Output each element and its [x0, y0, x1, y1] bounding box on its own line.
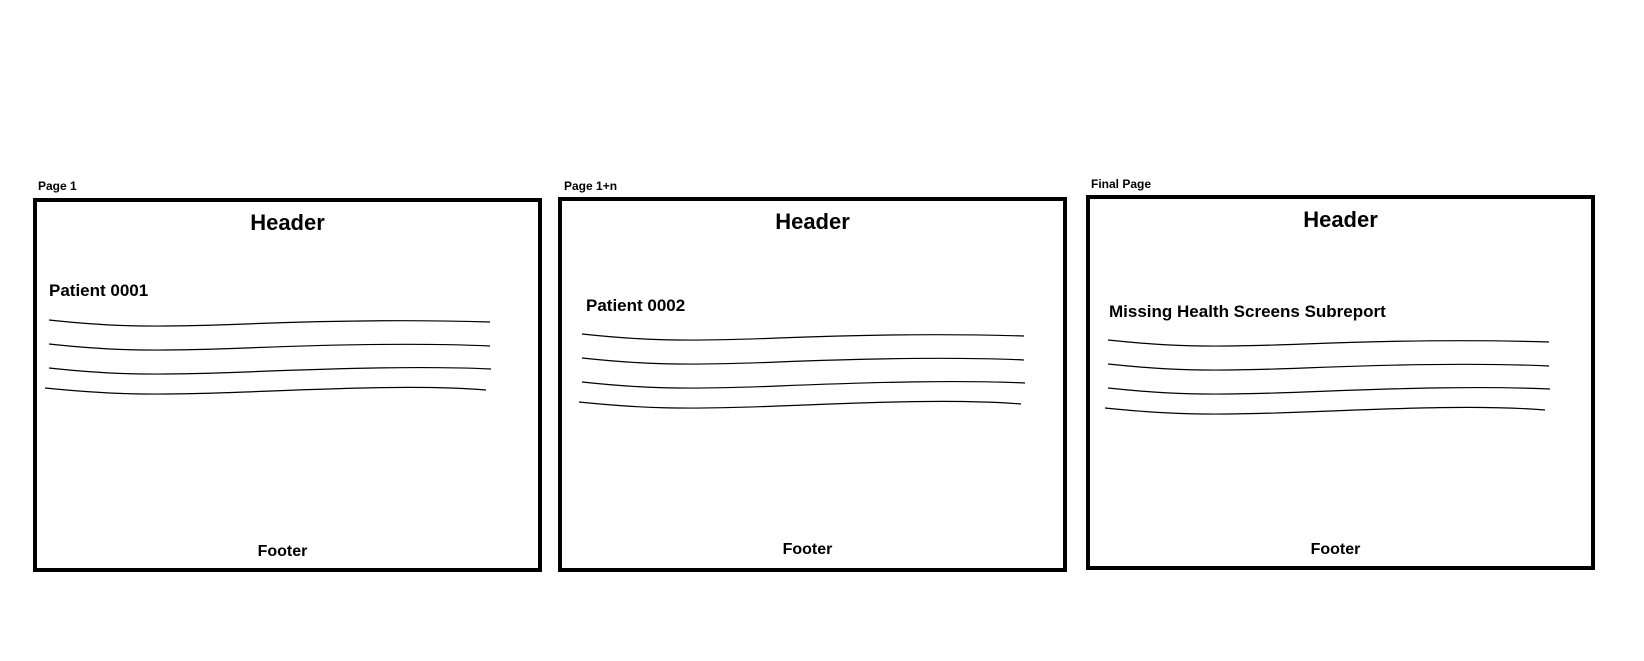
placeholder-line	[581, 380, 1026, 389]
page-header: Header	[1303, 207, 1378, 232]
placeholder-line	[48, 343, 491, 351]
page-footer: Footer	[782, 541, 833, 558]
placeholder-line	[581, 357, 1025, 365]
page-footer: Footer	[1310, 541, 1361, 558]
placeholder-line	[48, 319, 491, 327]
placeholder-lines	[578, 333, 1026, 409]
page-mockup-final: Header Missing Health Screens Subreport …	[1086, 195, 1595, 570]
placeholder-line	[578, 400, 1022, 409]
placeholder-line	[1107, 339, 1550, 347]
page-mockup-first: Header Patient 0001 Footer	[33, 198, 542, 572]
placeholder-line	[1104, 406, 1546, 415]
page-header: Header	[775, 209, 850, 234]
page-mockup-middle: Header Patient 0002 Footer	[558, 197, 1067, 572]
placeholder-line	[44, 386, 487, 395]
placeholder-lines	[1104, 339, 1551, 415]
page-label: Page 1	[38, 179, 77, 193]
page-content-title: Patient 0001	[49, 281, 149, 300]
placeholder-lines	[44, 319, 492, 395]
placeholder-line	[48, 366, 492, 375]
placeholder-line	[1107, 363, 1550, 371]
page-content-title: Patient 0002	[586, 296, 686, 315]
page-label: Page 1+n	[564, 179, 618, 193]
page-header: Header	[250, 210, 325, 235]
page-content-title: Missing Health Screens Subreport	[1109, 302, 1386, 321]
page-footer: Footer	[257, 543, 308, 560]
page-label: Final Page	[1091, 177, 1152, 191]
placeholder-line	[1107, 386, 1551, 395]
placeholder-line	[581, 333, 1025, 341]
